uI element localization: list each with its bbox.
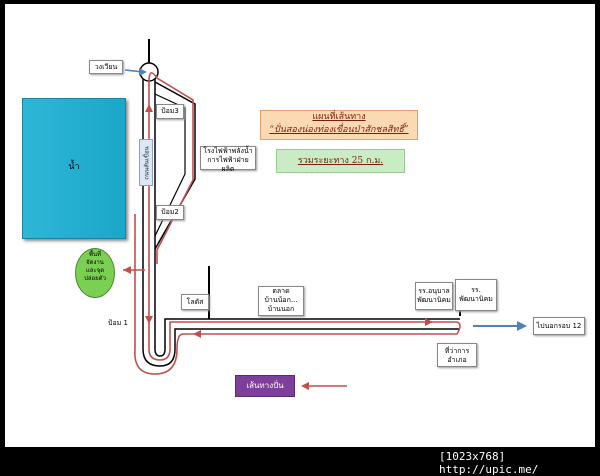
route-arrow-up <box>145 104 153 112</box>
school-line-1: รร. <box>471 286 481 294</box>
route-arrow-left <box>193 330 201 338</box>
blue-arrow-roundabout-head <box>139 68 147 76</box>
zone-line-1: พื้นที่ <box>88 251 101 258</box>
market-line-1: ตลาด <box>272 287 290 295</box>
map-title-box: แผนที่เส้นทาง “ปั่นสองน่องท่องเขื่อนป่าส… <box>260 110 418 140</box>
power-plant-label: โรงไฟฟ้าพลังน้ำ การไฟฟ้าฝ่ายผลิต <box>200 146 256 173</box>
kindergarten-line-1: รร.อนุบาล <box>418 287 450 295</box>
district-line-1: ที่ว่าการ <box>444 347 470 355</box>
district-office-label: ที่ว่าการ อำเภอ <box>437 343 477 367</box>
checkpoint-3-label: ป้อม3 <box>156 104 184 119</box>
dam-road-sign: ถนนสันเขื่อน <box>139 139 153 186</box>
lake-label: น้ำ <box>68 162 80 172</box>
map-title-line-1: แผนที่เส้นทาง <box>312 112 366 122</box>
legend-route-label: เส้นทางปั่น <box>235 375 295 397</box>
route-map-drawing <box>123 39 527 390</box>
kindergarten-label: รร.อนุบาล พัฒนานิคม <box>415 282 453 310</box>
checkpoint-2-label: ป้อม2 <box>156 205 184 220</box>
roundabout-label: วงเวียน <box>89 60 123 74</box>
map-canvas: น้ำ วงเวียน ป้อม3 ป้อม2 ป้อม 1 ถนนสันเขื… <box>5 4 595 447</box>
route-arrow-down <box>145 316 153 324</box>
event-start-zone: พื้นที่ จัดงาน และจุด ปล่อยตัว <box>75 248 115 298</box>
dam-road-label: ถนนสันเขื่อน <box>143 146 151 180</box>
power-plant-line-2: การไฟฟ้าฝ่ายผลิต <box>207 156 249 173</box>
blue-arrow-exit-head <box>517 321 527 331</box>
power-plant-line-1: โรงไฟฟ้าพลังน้ำ <box>203 147 253 155</box>
market-line-3: บ้านนอก <box>267 305 295 313</box>
road-outline-outer <box>142 76 460 367</box>
route-arrow-right <box>425 318 433 326</box>
market-label: ตลาด บ้านน้อก... บ้านนอก <box>258 286 304 316</box>
map-title-line-2: “ปั่นสองน่องท่องเขื่อนป่าสักชลสิทธิ์” <box>269 125 409 135</box>
road-outline-inner <box>154 76 460 357</box>
route-dam-loop <box>148 72 194 330</box>
route-town-loop <box>134 214 461 375</box>
image-footer-text: [1023x768] http://upic.me/ <box>439 450 539 476</box>
school-label: รร. พัฒนานิคม <box>455 279 497 311</box>
exit-direction-label: ไปนอกรอบ 12 <box>533 317 585 335</box>
market-line-2: บ้านน้อก... <box>264 296 298 304</box>
district-line-2: อำเภอ <box>447 356 467 364</box>
total-distance-box: รวมระยะทาง 25 ก.ม. <box>276 149 405 173</box>
lake-area: น้ำ <box>22 98 126 239</box>
lotus-label: โลตัส <box>181 294 209 310</box>
zone-line-2: จัดงาน <box>86 259 104 266</box>
zone-line-4: ปล่อยตัว <box>84 275 106 282</box>
kindergarten-line-2: พัฒนานิคม <box>417 296 451 304</box>
legend-arrow-head <box>301 382 309 390</box>
checkpoint-1-label: ป้อม 1 <box>108 319 128 327</box>
zone-line-3: และจุด <box>85 267 105 274</box>
school-line-2: พัฒนานิคม <box>459 295 493 303</box>
